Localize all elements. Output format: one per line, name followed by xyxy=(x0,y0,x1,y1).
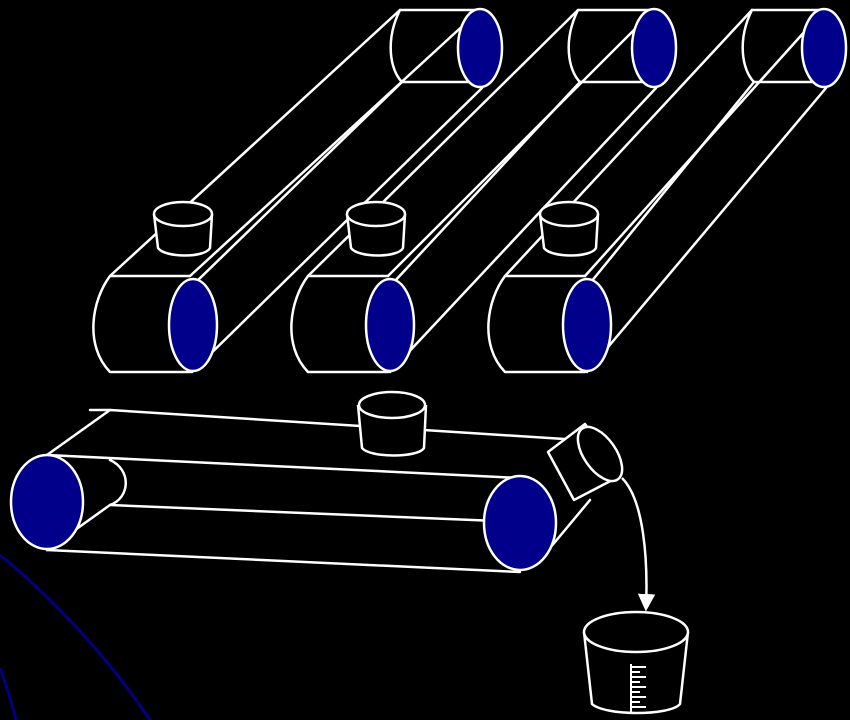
roller-back-3 xyxy=(800,7,848,89)
roller-back-2 xyxy=(630,7,678,89)
cup-3 xyxy=(538,200,600,257)
roller-lower-left xyxy=(9,453,85,551)
upper-belt-2 xyxy=(290,7,678,374)
flow-arrow xyxy=(621,477,656,612)
upper-belt-3 xyxy=(487,7,848,374)
lower-belt xyxy=(9,390,624,574)
upper-belt-1 xyxy=(92,7,504,374)
measuring-beaker xyxy=(582,610,690,715)
beaker-scale xyxy=(630,664,646,714)
spout xyxy=(546,422,624,502)
roller-front-3 xyxy=(561,277,613,373)
roller-back-1 xyxy=(456,7,504,89)
cup-lower xyxy=(356,390,428,457)
roller-front-1 xyxy=(167,277,219,373)
roller-front-2 xyxy=(364,277,416,373)
roller-lower-right xyxy=(482,474,558,572)
edge-arc-inner xyxy=(0,667,18,720)
cup-1 xyxy=(152,200,214,257)
edge-arc-outer xyxy=(0,553,152,720)
cup-2 xyxy=(345,200,407,257)
